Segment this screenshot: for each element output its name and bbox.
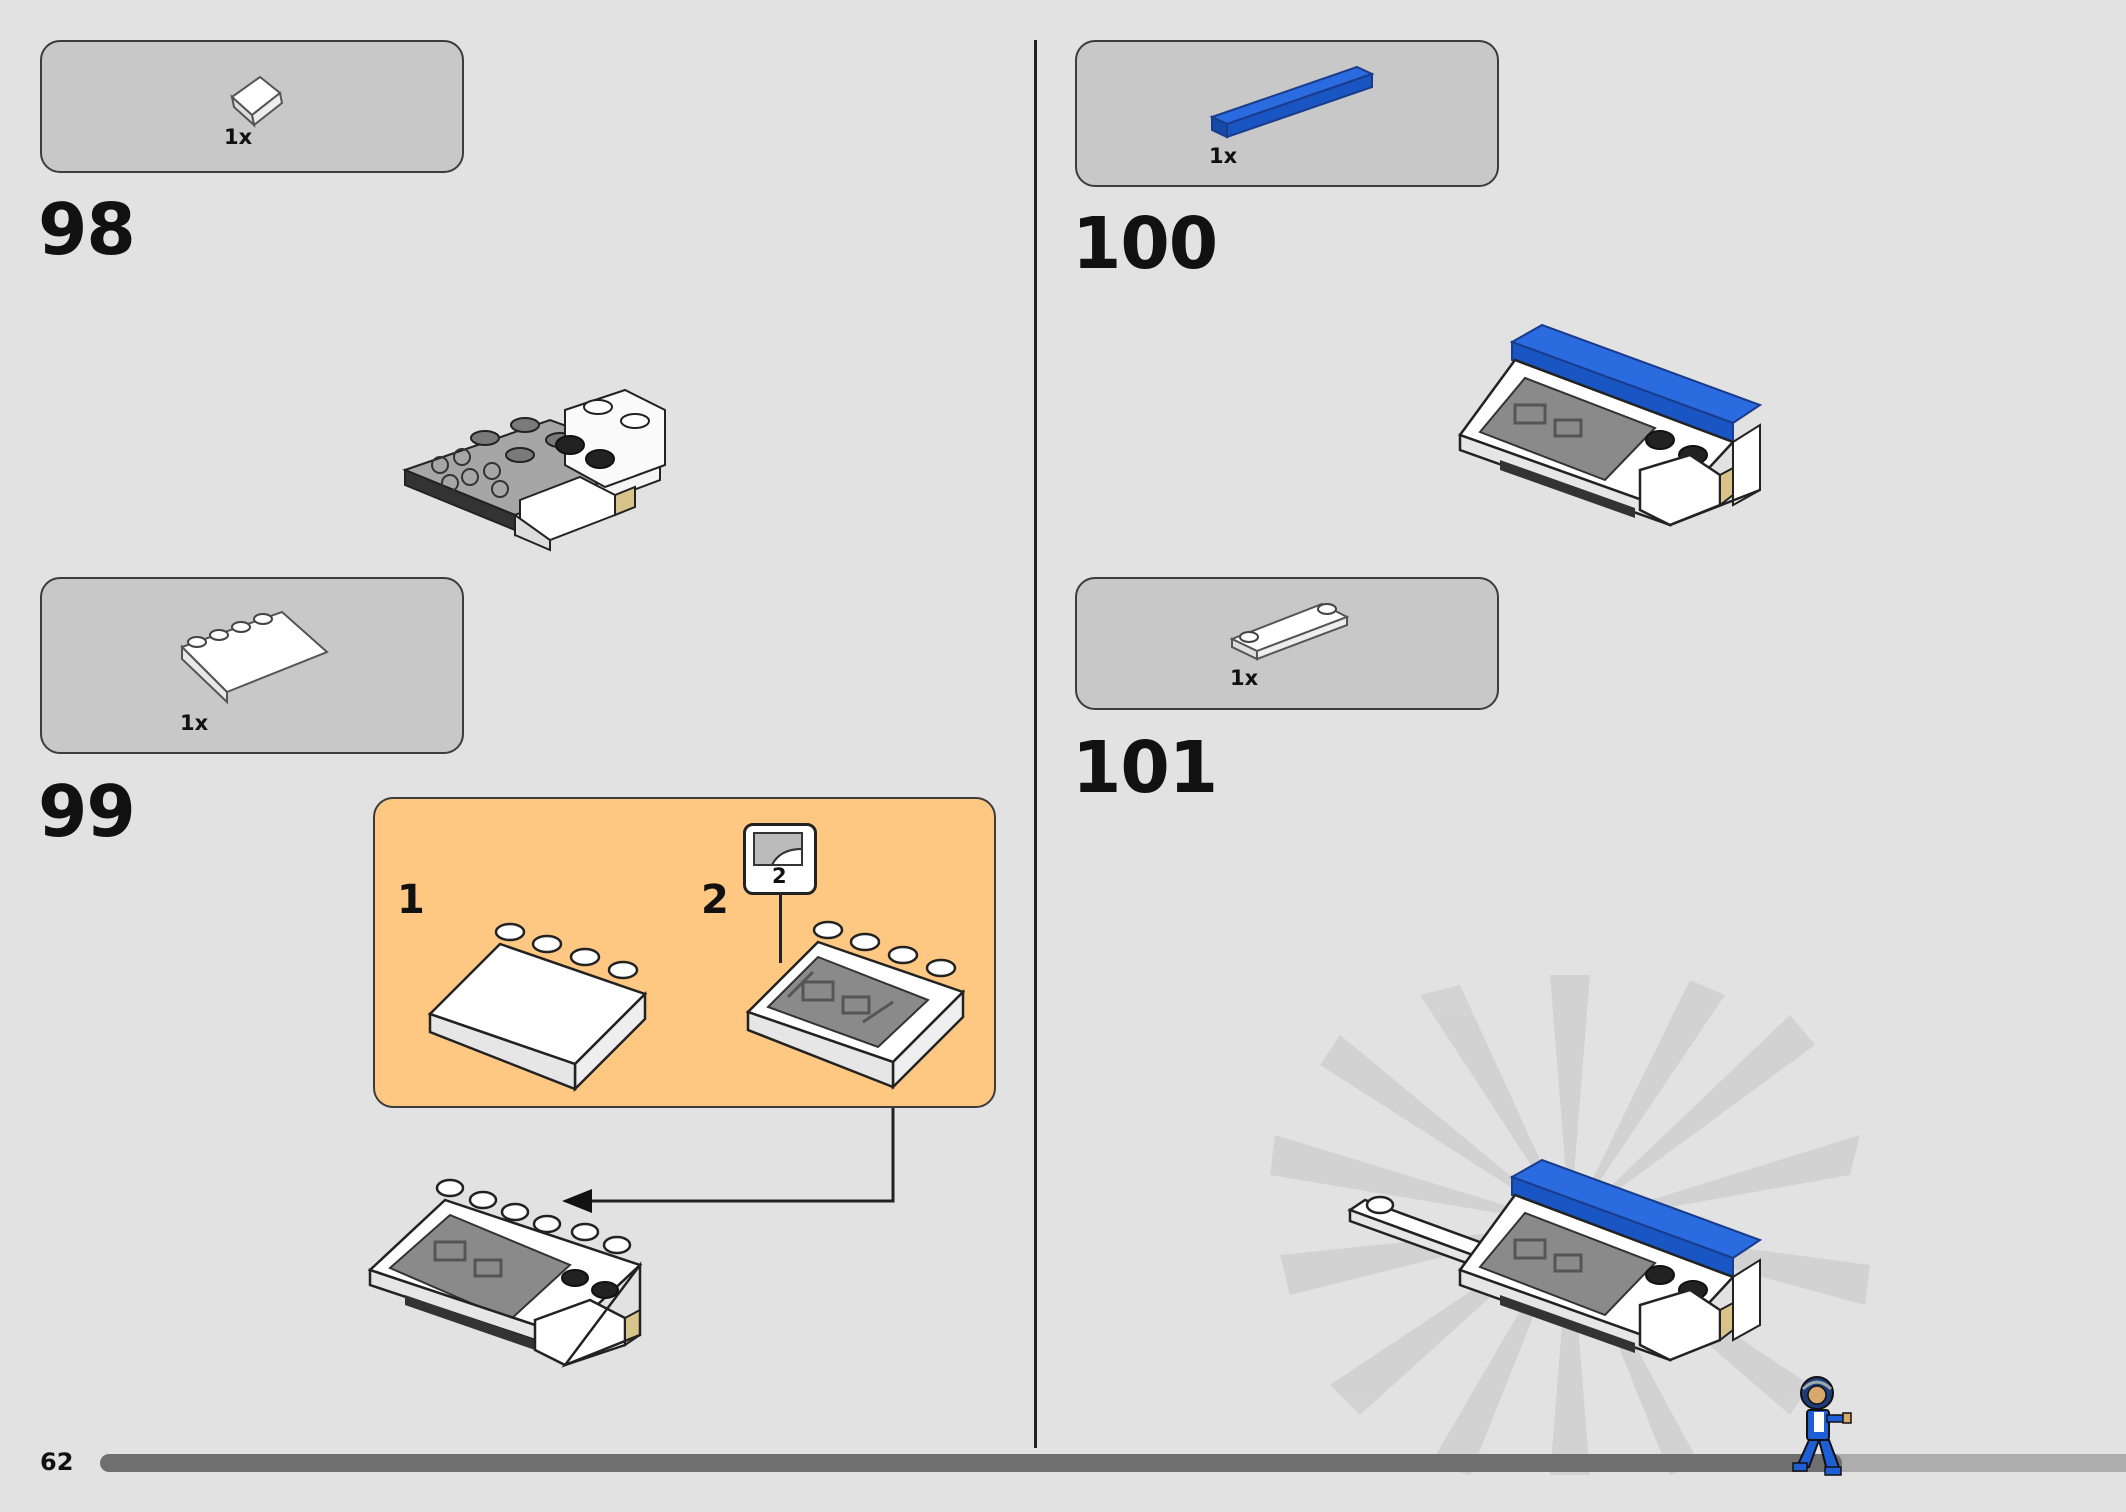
white-plate-icon: [1229, 602, 1350, 661]
step-99-parts-box: 1x: [40, 577, 464, 754]
part-quantity: 1x: [1230, 666, 1259, 690]
part-quantity: 1x: [180, 711, 209, 735]
callout-connector-arrow: [562, 1108, 895, 1213]
step-number-100: 100: [1072, 202, 1218, 285]
step-101-assembly-illustration: [1347, 1158, 1763, 1362]
step-101-parts-box: 1x: [1075, 577, 1499, 710]
build-progress-bar: [100, 1454, 2126, 1472]
part-quantity: 1x: [224, 125, 253, 149]
step-98-assembly-illustration: [402, 388, 666, 552]
step-number-101: 101: [1072, 726, 1218, 809]
minifigure-runner-icon: [1792, 1376, 1852, 1476]
step-number-98: 98: [38, 188, 136, 271]
sub-assembly-callout: 1 2 2: [373, 797, 996, 1108]
sub-step-number-2: 2: [701, 877, 729, 923]
step-100-parts-box: 1x: [1075, 40, 1499, 187]
sticker-number: 2: [772, 864, 787, 888]
slope-brick-with-sticker-illustration: [745, 920, 966, 1091]
build-progress-fill: [100, 1454, 1842, 1472]
blue-tile-icon: [1209, 65, 1375, 139]
slope-brick-white-illustration: [427, 922, 648, 1093]
sticker-leader-line: [779, 895, 782, 963]
sticker-indicator: 2: [743, 823, 817, 895]
slope-brick-small-icon: [230, 75, 284, 128]
sticker-icon: [753, 832, 803, 866]
step-98-parts-box: 1x: [40, 40, 464, 173]
step-99-assembly-illustration: [367, 1178, 643, 1368]
part-quantity: 1x: [1209, 144, 1238, 168]
step-100-assembly-illustration: [1458, 323, 1763, 527]
slope-brick-1x4-icon: [180, 610, 329, 705]
sub-step-number-1: 1: [397, 877, 425, 923]
step-number-99: 99: [38, 770, 136, 853]
page-divider: [1034, 40, 1037, 1448]
page-number: 62: [40, 1448, 74, 1476]
